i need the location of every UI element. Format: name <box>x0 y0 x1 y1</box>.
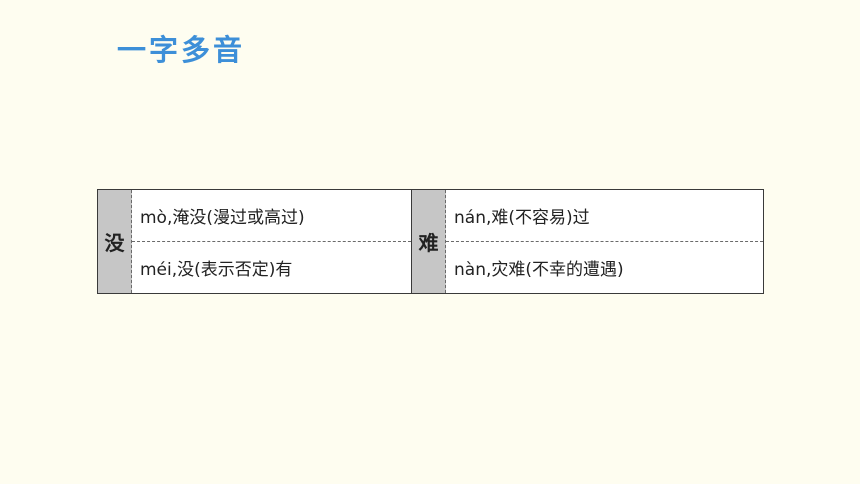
polyphone-table: 没 mò,淹没(漫过或高过) méi,没(表示否定)有 难 nán,难(不容易)… <box>97 189 764 294</box>
reading-row: nán,难(不容易)过 <box>454 208 590 228</box>
reading-row: mò,淹没(漫过或高过) <box>140 208 305 228</box>
char-header: 没 <box>98 190 132 293</box>
char-header: 难 <box>412 190 446 293</box>
char-group-mei: 没 mò,淹没(漫过或高过) méi,没(表示否定)有 <box>98 190 412 293</box>
page-title: 一字多音 <box>117 33 246 67</box>
reading-row: nàn,灾难(不幸的遭遇) <box>446 241 763 293</box>
readings-list: mò,淹没(漫过或高过) méi,没(表示否定)有 <box>132 190 411 293</box>
reading-row: méi,没(表示否定)有 <box>132 241 411 293</box>
char-group-nan: 难 nán,难(不容易)过 nàn,灾难(不幸的遭遇) <box>412 190 763 293</box>
readings-list: nán,难(不容易)过 nàn,灾难(不幸的遭遇) <box>446 190 763 293</box>
